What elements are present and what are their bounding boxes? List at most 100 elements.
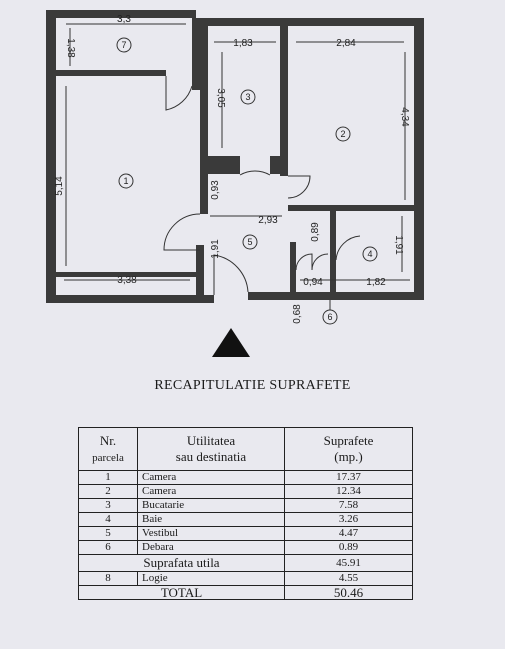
wall xyxy=(248,292,424,300)
room-number: 1 xyxy=(123,176,128,186)
useful-area-row: Suprafata utila 45.91 xyxy=(78,554,413,572)
door-swing xyxy=(213,254,249,295)
cell-name: Camera xyxy=(137,470,285,485)
dimension-label: 0,94 xyxy=(303,277,323,288)
dimension-label: 1,91 xyxy=(210,239,221,259)
wall xyxy=(192,18,424,26)
total-label: TOTAL xyxy=(78,585,285,600)
table-row: 3 Bucatarie 7.58 xyxy=(78,498,413,513)
wall xyxy=(56,272,196,277)
room-number: 7 xyxy=(121,40,126,50)
wall xyxy=(414,18,424,300)
room-number: 6 xyxy=(327,312,332,322)
table-row: 1 Camera 17.37 xyxy=(78,470,413,485)
table-row: 8 Logie 4.55 xyxy=(78,571,413,586)
cell-nr: 2 xyxy=(78,484,138,499)
dimension-label: 1,91 xyxy=(393,235,404,255)
cell-area: 4.55 xyxy=(284,571,413,586)
cell-area: 0.89 xyxy=(284,540,413,555)
room-number: 3 xyxy=(245,92,250,102)
cell-nr: 6 xyxy=(78,540,138,555)
wall xyxy=(290,242,296,292)
dimension-label: 3,05 xyxy=(215,88,226,108)
total-row: TOTAL 50.46 xyxy=(78,585,413,600)
table-row: 4 Baie 3.26 xyxy=(78,512,413,527)
wall xyxy=(46,10,196,18)
cell-name: Vestibul xyxy=(137,526,285,541)
wall xyxy=(196,245,204,297)
door-swing xyxy=(163,213,201,251)
total-value: 50.46 xyxy=(284,585,413,600)
room-marker xyxy=(335,126,351,142)
cell-nr: 8 xyxy=(78,571,138,586)
cell-area: 3.26 xyxy=(284,512,413,527)
wall xyxy=(270,156,288,174)
wall xyxy=(192,18,200,90)
header-utilitatea-label: Utilitatea xyxy=(186,433,236,448)
dimension-label: 3,38 xyxy=(117,275,137,286)
cell-nr: 1 xyxy=(78,470,138,485)
cell-area: 12.34 xyxy=(284,484,413,499)
room-marker xyxy=(242,234,258,250)
header-nr: Nr. parcela xyxy=(78,427,138,471)
room-number: 4 xyxy=(367,249,372,259)
door-swing xyxy=(295,253,329,271)
header-unit-label: (mp.) xyxy=(334,449,363,464)
useful-area-value: 45.91 xyxy=(284,554,413,572)
header-nr-label: Nr. xyxy=(99,433,117,448)
wall xyxy=(288,205,414,211)
wall xyxy=(330,205,336,292)
table-row: 6 Debara 0.89 xyxy=(78,540,413,555)
header-suprafete-label: Suprafete xyxy=(323,433,374,448)
room-number: 5 xyxy=(247,237,252,247)
cell-area: 7.58 xyxy=(284,498,413,513)
table-row: 2 Camera 12.34 xyxy=(78,484,413,499)
wall xyxy=(208,156,240,174)
door-swing xyxy=(165,76,193,111)
table-row: 5 Vestibul 4.47 xyxy=(78,526,413,541)
room-number: 2 xyxy=(340,129,345,139)
dimension-label: 1,38 xyxy=(65,38,76,58)
useful-area-label: Suprafata utila xyxy=(78,554,285,572)
cell-name: Debara xyxy=(137,540,285,555)
wall xyxy=(46,295,214,303)
wall xyxy=(200,24,208,214)
cell-nr: 4 xyxy=(78,512,138,527)
dimension-label: 4,34 xyxy=(399,107,410,127)
room-marker xyxy=(362,246,378,262)
room-marker xyxy=(118,173,134,189)
cell-nr: 5 xyxy=(78,526,138,541)
door-swing xyxy=(287,175,311,199)
area-summary-table: Nr. parcela Utilitatea sau destinatia Su… xyxy=(78,427,413,600)
header-utilitatea: Utilitatea sau destinatia xyxy=(137,427,285,471)
table-header-row: Nr. parcela Utilitatea sau destinatia Su… xyxy=(78,427,413,471)
dimension-label: 1,83 xyxy=(233,38,253,49)
cell-area: 17.37 xyxy=(284,470,413,485)
wall xyxy=(56,70,166,76)
room-marker xyxy=(240,89,256,105)
door-swing xyxy=(239,170,271,176)
dimension-label: 0,89 xyxy=(310,222,321,242)
cell-name: Bucatarie xyxy=(137,498,285,513)
header-destinatia-label: sau destinatia xyxy=(175,449,247,464)
header-suprafete: Suprafete (mp.) xyxy=(284,427,413,471)
dimension-label: 2,84 xyxy=(336,38,356,49)
room-marker xyxy=(116,37,132,53)
cell-name: Baie xyxy=(137,512,285,527)
floor-plan: 7 3 2 1 5 4 6 3,3 1,38 1,83 2,84 3,05 4,… xyxy=(46,10,424,357)
dimension-label: 2,93 xyxy=(258,215,278,226)
wall xyxy=(46,10,56,303)
dimension-label: 5,14 xyxy=(54,176,65,196)
wall xyxy=(280,24,288,176)
dimension-label: 0,68 xyxy=(292,304,303,324)
summary-title: RECAPITULATIE SUPRAFETE xyxy=(154,378,351,393)
cell-name: Logie xyxy=(137,571,285,586)
cell-name: Camera xyxy=(137,484,285,499)
dimension-label: 0,93 xyxy=(210,180,221,200)
header-parcela-label: parcela xyxy=(92,452,124,464)
dimension-label: 1,82 xyxy=(366,277,386,288)
door-swing xyxy=(335,235,361,261)
dimension-label: 3,3 xyxy=(117,14,131,25)
north-arrow-icon xyxy=(212,328,250,357)
cell-area: 4.47 xyxy=(284,526,413,541)
